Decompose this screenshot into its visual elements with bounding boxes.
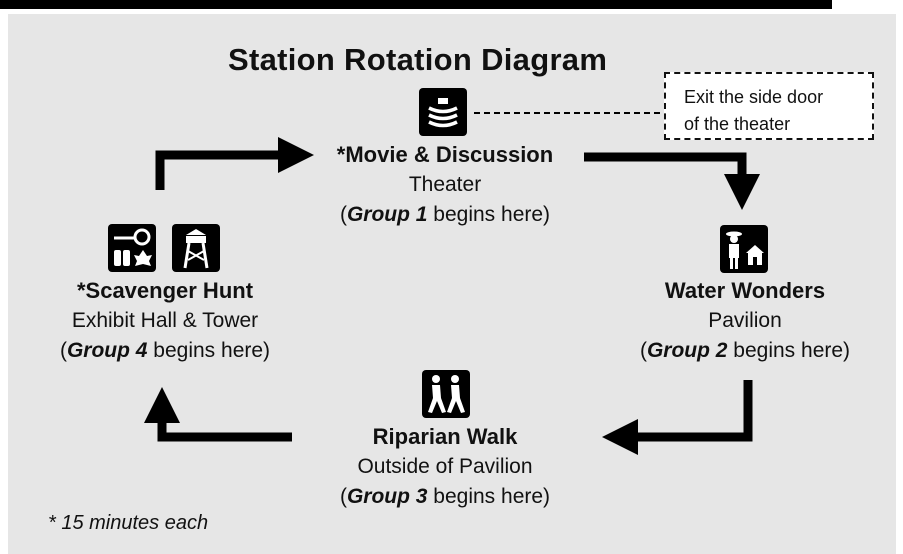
station-movie: *Movie & Discussion Theater (Group 1 beg… bbox=[300, 140, 590, 230]
station-scavenger-location: Exhibit Hall & Tower bbox=[71, 309, 259, 332]
footnote: * 15 minutes each bbox=[48, 512, 209, 534]
group-label: Group 3 bbox=[346, 485, 428, 508]
station-scavenger-name: *Scavenger Hunt bbox=[76, 278, 254, 303]
arrow-riparian-to-scavenger bbox=[144, 387, 292, 442]
group-label: Group 1 bbox=[346, 203, 428, 226]
group-label: Group 4 bbox=[66, 339, 148, 362]
station-movie-name: *Movie & Discussion bbox=[336, 142, 554, 167]
callout-line-1: Exit the side door bbox=[684, 87, 824, 107]
arrow-water-to-riparian bbox=[602, 380, 753, 455]
group-suffix: begins here) bbox=[147, 339, 271, 362]
station-movie-group-line: (Group 1 begins here) bbox=[300, 200, 590, 230]
diagram-title: Station Rotation Diagram bbox=[228, 42, 608, 77]
hikers-icon bbox=[422, 370, 470, 418]
binoculars-leaf-icon bbox=[108, 224, 156, 272]
station-water-name: Water Wonders bbox=[664, 278, 826, 303]
open-paren: ( bbox=[339, 485, 347, 508]
theater-icon bbox=[419, 88, 467, 136]
station-water-location: Pavilion bbox=[708, 309, 782, 332]
station-riparian-group-line: (Group 3 begins here) bbox=[300, 482, 590, 512]
station-scavenger-group-line: (Group 4 begins here) bbox=[20, 336, 310, 366]
station-riparian-name: Riparian Walk bbox=[372, 424, 518, 449]
group-suffix: begins here) bbox=[427, 203, 551, 226]
station-water-group-line: (Group 2 begins here) bbox=[600, 336, 890, 366]
station-riparian-location: Outside of Pavilion bbox=[357, 455, 533, 478]
station-scavenger: *Scavenger Hunt Exhibit Hall & Tower (Gr… bbox=[20, 276, 310, 366]
open-paren: ( bbox=[639, 339, 647, 362]
open-paren: ( bbox=[59, 339, 67, 362]
station-riparian: Riparian Walk Outside of Pavilion (Group… bbox=[300, 422, 590, 512]
ranger-pavilion-icon bbox=[720, 225, 768, 273]
exit-callout: Exit the side door of the theater bbox=[664, 72, 874, 140]
arrow-movie-to-water bbox=[584, 152, 760, 210]
tower-icon bbox=[172, 224, 220, 272]
station-water: Water Wonders Pavilion (Group 2 begins h… bbox=[600, 276, 890, 366]
arrow-scavenger-to-movie bbox=[155, 137, 314, 190]
top-rule bbox=[0, 0, 832, 9]
callout-line-2: of the theater bbox=[684, 114, 791, 134]
open-paren: ( bbox=[339, 203, 347, 226]
group-label: Group 2 bbox=[646, 339, 728, 362]
group-suffix: begins here) bbox=[427, 485, 551, 508]
station-movie-location: Theater bbox=[408, 173, 482, 196]
group-suffix: begins here) bbox=[727, 339, 851, 362]
